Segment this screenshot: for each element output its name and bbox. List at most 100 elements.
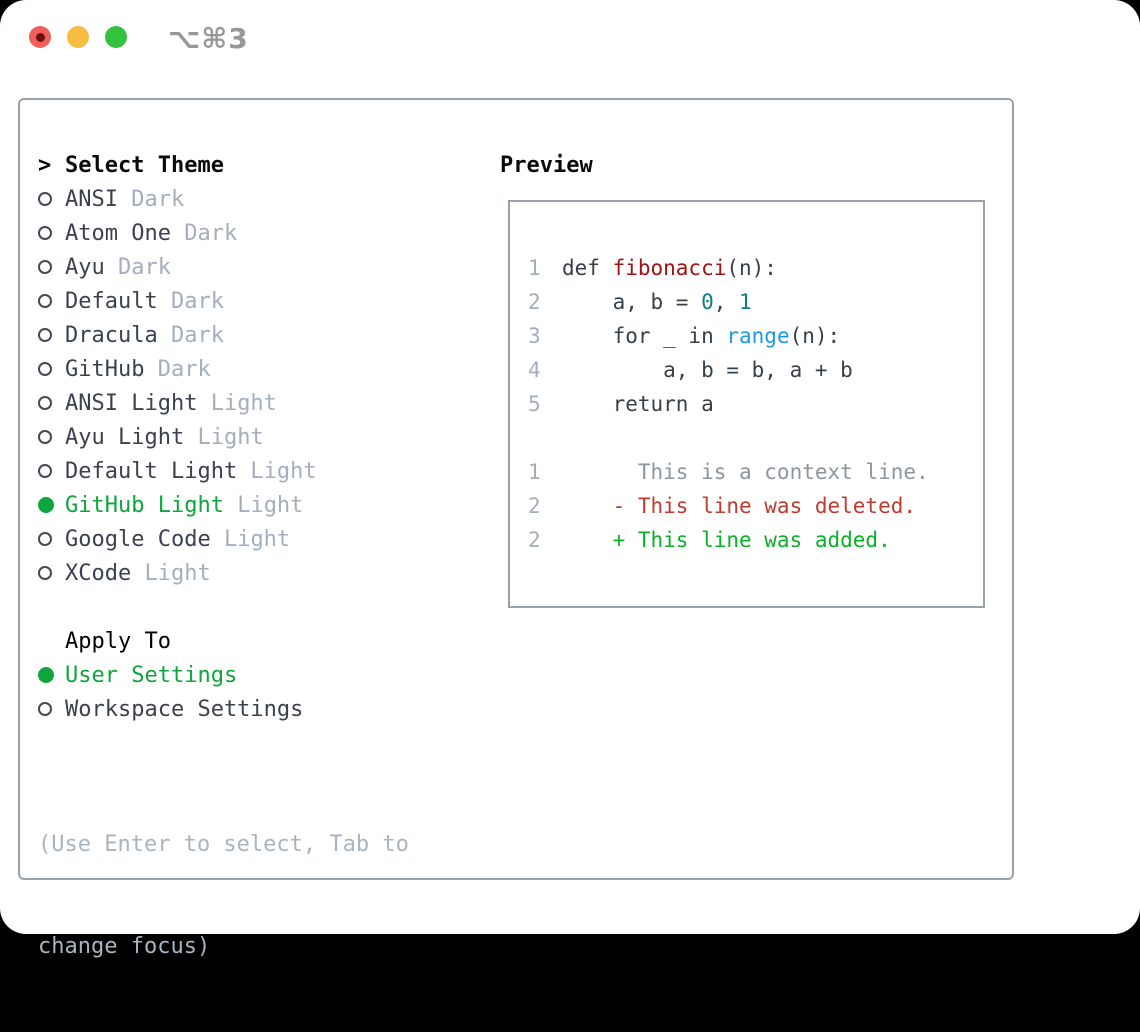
focus-caret-icon: > <box>38 153 65 178</box>
line-number: 2 <box>528 528 562 552</box>
line-content: return a <box>562 392 714 416</box>
code-token: - This line was deleted. <box>562 494 916 518</box>
apply-to-title: Apply To <box>65 629 171 654</box>
theme-option[interactable]: GitHub Dark <box>38 352 409 386</box>
option-label: GitHub Light <box>65 493 224 518</box>
radio-slot <box>38 532 65 546</box>
radio-slot <box>38 328 65 342</box>
line-number: 1 <box>528 460 562 484</box>
theme-option[interactable]: Ayu Light Light <box>38 420 409 454</box>
keyboard-shortcut-label: ⌥⌘3 <box>168 22 249 55</box>
zoom-button[interactable] <box>105 26 127 48</box>
theme-option[interactable]: Default Dark <box>38 284 409 318</box>
close-button[interactable] <box>29 26 51 48</box>
select-theme-title: Select Theme <box>65 153 224 178</box>
diff-line: 2 + This line was added. <box>528 523 983 557</box>
option-label: Google Code <box>65 527 211 552</box>
radio-icon <box>38 702 52 716</box>
line-content: + This line was added. <box>562 528 891 552</box>
theme-option[interactable]: XCode Light <box>38 556 409 590</box>
code-token: range <box>726 324 789 348</box>
select-theme-header: > Select Theme <box>38 148 409 182</box>
radio-slot <box>38 430 65 444</box>
radio-slot <box>38 667 65 683</box>
radio-slot <box>38 702 65 716</box>
line-number: 4 <box>528 358 562 382</box>
diff-preview: 1 This is a context line.2 - This line w… <box>528 455 983 557</box>
radio-icon <box>38 226 52 240</box>
theme-option[interactable]: GitHub Light Light <box>38 488 409 522</box>
apply-to-option[interactable]: User Settings <box>38 658 409 692</box>
option-label: ANSI <box>65 187 118 212</box>
option-label: Default Light <box>65 459 237 484</box>
theme-option[interactable]: Atom One Dark <box>38 216 409 250</box>
close-dot-icon <box>36 33 45 42</box>
option-label: User Settings <box>65 663 237 688</box>
radio-selected-icon <box>38 497 54 513</box>
code-token: (n): <box>790 324 841 348</box>
code-token: return a <box>562 392 714 416</box>
option-variant-label: Dark <box>144 357 210 382</box>
option-variant-label: Dark <box>105 255 171 280</box>
theme-option[interactable]: Default Light Light <box>38 454 409 488</box>
spacer <box>38 590 409 624</box>
line-content: for _ in range(n): <box>562 324 840 348</box>
option-variant-label: Dark <box>158 289 224 314</box>
line-content: a, b = 0, 1 <box>562 290 752 314</box>
code-line: 2 a, b = 0, 1 <box>528 285 983 319</box>
spacer <box>38 726 409 760</box>
theme-option[interactable]: Ayu Dark <box>38 250 409 284</box>
line-number: 2 <box>528 494 562 518</box>
minimize-button[interactable] <box>67 26 89 48</box>
theme-option[interactable]: Dracula Dark <box>38 318 409 352</box>
code-token: + This line was added. <box>562 528 891 552</box>
option-label: Dracula <box>65 323 158 348</box>
radio-icon <box>38 532 52 546</box>
radio-slot <box>38 396 65 410</box>
radio-icon <box>38 396 52 410</box>
code-token: (n): <box>726 256 777 280</box>
theme-option[interactable]: Google Code Light <box>38 522 409 556</box>
radio-icon <box>38 328 52 342</box>
radio-slot <box>38 294 65 308</box>
option-variant-label: Light <box>224 493 303 518</box>
hint-line-2: change focus) <box>38 930 409 964</box>
radio-icon <box>38 362 52 376</box>
option-variant-label: Dark <box>118 187 184 212</box>
code-token: This is a context line. <box>562 460 929 484</box>
radio-slot <box>38 226 65 240</box>
option-variant-label: Light <box>184 425 263 450</box>
radio-slot <box>38 260 65 274</box>
code-token: fibonacci <box>613 256 727 280</box>
theme-option[interactable]: ANSI Light Light <box>38 386 409 420</box>
option-label: ANSI Light <box>65 391 197 416</box>
option-variant-label: Dark <box>158 323 224 348</box>
radio-icon <box>38 566 52 580</box>
radio-icon <box>38 464 52 478</box>
code-token: for _ in <box>562 324 726 348</box>
code-token: 1 <box>739 290 752 314</box>
apply-to-option[interactable]: Workspace Settings <box>38 692 409 726</box>
apply-to-header: Apply To <box>38 624 409 658</box>
theme-option[interactable]: ANSI Dark <box>38 182 409 216</box>
radio-icon <box>38 294 52 308</box>
line-number: 1 <box>528 256 562 280</box>
option-label: Default <box>65 289 158 314</box>
code-line: 5 return a <box>528 387 983 421</box>
line-number: 2 <box>528 290 562 314</box>
radio-slot <box>38 362 65 376</box>
option-label: XCode <box>65 561 131 586</box>
radio-icon <box>38 260 52 274</box>
option-label: Atom One <box>65 221 171 246</box>
option-label: Workspace Settings <box>65 697 303 722</box>
option-variant-label: Dark <box>171 221 237 246</box>
option-variant-label: Light <box>237 459 316 484</box>
code-line: 4 a, b = b, a + b <box>528 353 983 387</box>
line-content: a, b = b, a + b <box>562 358 853 382</box>
diff-line: 2 - This line was deleted. <box>528 489 983 523</box>
preview-title: Preview <box>500 148 593 182</box>
